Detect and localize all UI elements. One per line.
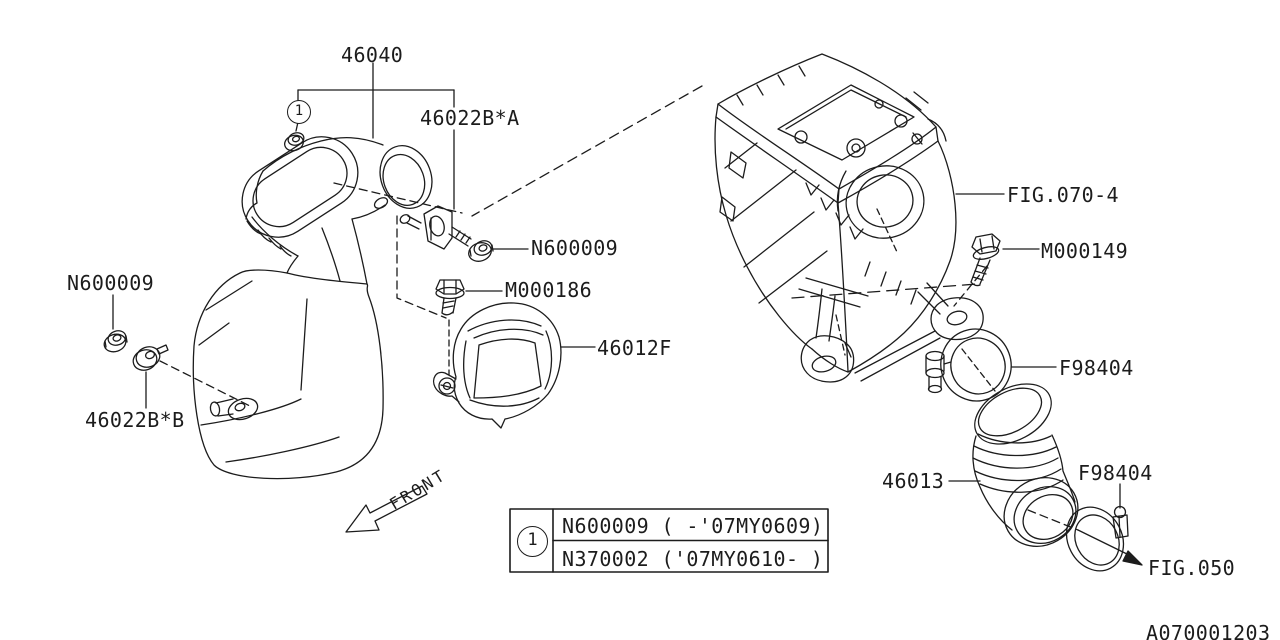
flange-nut-left-drawing (103, 330, 128, 353)
flange-nut-top-drawing (284, 132, 305, 152)
ref-label-fig050: FIG.050 (1148, 556, 1236, 580)
part-label-n600009-left: N600009 (67, 271, 155, 295)
part-label-m000186: M000186 (505, 278, 593, 302)
mounting-bracket-drawing (798, 277, 984, 383)
legend-callout-1: 1 (517, 526, 548, 557)
part-label-m000149: M000149 (1041, 239, 1129, 263)
front-arrow-icon (345, 485, 428, 533)
air-cleaner-case-drawing (714, 53, 957, 373)
bolt-m000186-drawing (435, 279, 465, 316)
part-label-f98404-lower: F98404 (1078, 461, 1153, 485)
air-intake-duct-drawing (192, 136, 433, 480)
part-label-46013: 46013 (882, 469, 945, 493)
part-label-46040: 46040 (341, 43, 404, 67)
part-label-n600009-center: N600009 (531, 236, 619, 260)
clamp-lower-drawing (1065, 505, 1129, 572)
duct-stay-drawing (399, 205, 494, 262)
alignment-dashed-lines (159, 85, 1079, 531)
clamp-upper-drawing (925, 328, 1012, 402)
leader-lines (112, 62, 1121, 509)
part-label-46012F: 46012F (597, 336, 672, 360)
part-label-f98404-upper: F98404 (1059, 356, 1134, 380)
ref-label-fig070-4: FIG.070-4 (1007, 183, 1119, 207)
part-label-46022BA: 46022B*A (420, 106, 520, 130)
bolt-m000149-drawing (970, 233, 1001, 287)
legend-row-1: N600009 ( -'07MY0609) (562, 514, 824, 538)
callout-1-marker: 1 (287, 100, 311, 124)
cushion-b-drawing (132, 344, 169, 371)
legend-box (509, 508, 829, 573)
drawing-number: A070001203 (1146, 621, 1271, 640)
legend-row-2: N370002 ('07MY0610- ) (562, 547, 824, 571)
part-label-46022BB: 46022B*B (85, 408, 185, 432)
fig050-arrow (1077, 529, 1143, 566)
air-duct-cover-drawing (432, 302, 562, 429)
air-intake-boot-drawing (972, 383, 1079, 547)
